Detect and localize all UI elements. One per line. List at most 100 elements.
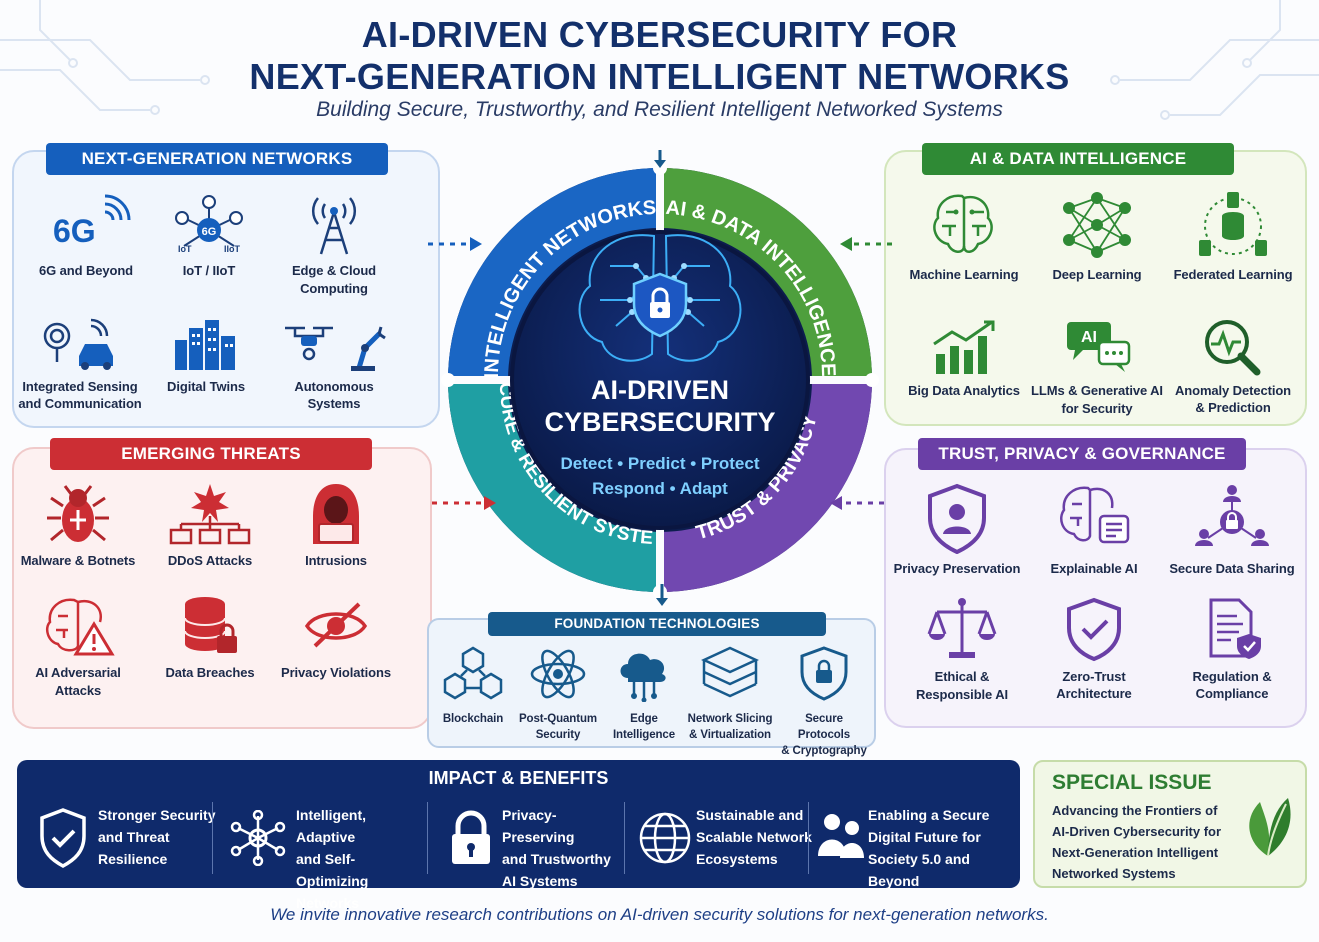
impact-divider xyxy=(624,802,625,874)
item-privacy-violations: Privacy Violations xyxy=(270,594,402,682)
leaf-icon xyxy=(1249,798,1291,857)
item-data-breaches: Data Breaches xyxy=(144,594,276,682)
foundation-title: FOUNDATION TECHNOLOGIES xyxy=(488,612,826,636)
item-machine-learning: Machine Learning xyxy=(898,190,1030,284)
special-issue-title: SPECIAL ISSUE xyxy=(1052,771,1212,794)
item-intrusions: Intrusions xyxy=(270,482,402,570)
cloud-network-icon xyxy=(620,653,666,703)
item-malware: Malware & Botnets xyxy=(12,482,144,570)
center-sub-line2: Respond • Adapt xyxy=(592,479,728,498)
ring-segment-secure-resilient xyxy=(448,380,660,592)
item-ethical-ai: Ethical & Responsible AI xyxy=(896,596,1028,704)
center-sub-line1: Detect • Predict • Protect xyxy=(560,454,760,473)
next-gen-networks-panel xyxy=(12,150,440,428)
ring-segment-trust-privacy xyxy=(660,380,872,592)
cell-tower-icon xyxy=(311,197,357,255)
svg-text:6G: 6G xyxy=(202,226,217,238)
ai-chat-icon: AI xyxy=(1067,322,1131,372)
item-deep-learning: Deep Learning xyxy=(1031,190,1163,284)
shield-check-icon xyxy=(1067,597,1121,662)
svg-text:6G: 6G xyxy=(53,213,96,249)
ddos-burst-icon xyxy=(169,484,251,545)
foundation-item-network-slicing: Network Slicing& Virtualization xyxy=(684,644,776,743)
shield-user-icon xyxy=(928,483,986,554)
sensing-car-icon xyxy=(43,318,113,370)
magnifier-pulse-icon xyxy=(1205,320,1261,376)
footer-invitation: We invite innovative research contributi… xyxy=(270,905,1049,924)
item-anomaly-detection: Anomaly Detection& Prediction xyxy=(1167,314,1299,416)
people-icon xyxy=(818,814,864,858)
bug-icon xyxy=(47,485,109,542)
impact-title: IMPACT & BENEFITS xyxy=(428,768,609,788)
ring-segment-intelligent-networks xyxy=(448,168,660,380)
database-lock-icon xyxy=(184,597,237,653)
next-gen-networks-title: NEXT-GENERATION NETWORKS xyxy=(46,143,388,175)
svg-text:IIoT: IIoT xyxy=(224,244,240,254)
item-adversarial: AI Adversarial Attacks xyxy=(12,594,144,700)
item-federated-learning: Federated Learning xyxy=(1167,190,1299,284)
users-lock-icon xyxy=(1195,485,1269,546)
hacker-hood-icon xyxy=(313,484,359,544)
iot-network-icon: 6G IoT IIoT xyxy=(175,195,243,254)
item-privacy-preservation: Privacy Preservation xyxy=(891,482,1023,578)
special-issue-text: Advancing the Frontiers of AI-Driven Cyb… xyxy=(1052,803,1222,881)
item-6g: 6G 6G and Beyond xyxy=(20,190,152,280)
foundation-item-secure-protocols: Secure Protocols& Cryptography xyxy=(778,644,870,759)
center-wheel: INTELLIGENT NETWORKS AI & DATA INTELLIGE… xyxy=(440,140,879,599)
center-title-line2: CYBERSECURITY xyxy=(544,407,776,437)
document-shield-icon xyxy=(1209,598,1261,659)
blockchain-icon xyxy=(443,646,503,700)
bar-chart-icon xyxy=(933,320,995,374)
impact-divider xyxy=(212,802,213,874)
eye-slash-icon xyxy=(304,602,368,648)
ai-data-title: AI & DATA INTELLIGENCE xyxy=(922,143,1234,175)
impact-divider xyxy=(808,802,809,874)
svg-text:IoT: IoT xyxy=(178,244,192,254)
foundation-item-blockchain: Blockchain xyxy=(427,644,519,727)
item-secure-data-sharing: Secure Data Sharing xyxy=(1166,482,1298,578)
trust-panel xyxy=(884,448,1307,728)
brain-circuit-icon xyxy=(933,194,993,253)
layers-icon xyxy=(701,646,759,698)
page-subtitle: Building Secure, Trustworthy, and Resili… xyxy=(316,98,1003,121)
page-title-line2: NEXT-GENERATION INTELLIGENT NETWORKS xyxy=(249,56,1070,97)
scales-icon xyxy=(927,598,997,658)
neural-network-icon xyxy=(1063,192,1131,258)
page-title-line1: AI-DRIVEN CYBERSECURITY FOR xyxy=(361,14,958,55)
item-explainable-ai: Explainable AI xyxy=(1028,482,1160,578)
item-digital-twins: Digital Twins xyxy=(140,318,272,396)
shield-check-icon xyxy=(40,808,86,868)
item-big-data: Big Data Analytics xyxy=(898,318,1030,400)
brain-document-icon xyxy=(1060,486,1130,544)
globe-icon xyxy=(639,812,691,864)
item-iot: 6G IoT IIoT IoT / IIoT xyxy=(143,190,275,280)
foundation-item-edge-intelligence: Edge Intelligence xyxy=(598,644,690,743)
brain-warning-icon xyxy=(46,598,115,656)
padlock-icon xyxy=(452,810,490,864)
drone-robot-arm-icon xyxy=(285,326,386,371)
federated-database-icon xyxy=(1199,192,1267,256)
item-regulation: Regulation &Compliance xyxy=(1166,596,1298,702)
center-title-line1: AI-DRIVEN xyxy=(590,375,729,405)
network-hub-icon xyxy=(230,810,286,866)
item-ddos: DDoS Attacks xyxy=(144,482,276,570)
emerging-threats-title: EMERGING THREATS xyxy=(50,438,372,470)
ring-segment-ai-data xyxy=(660,168,872,380)
shield-lock-icon xyxy=(800,646,848,701)
atom-icon xyxy=(530,649,586,699)
impact-divider xyxy=(427,802,428,874)
trust-title: TRUST, PRIVACY & GOVERNANCE xyxy=(918,438,1246,470)
city-buildings-icon xyxy=(175,320,235,370)
